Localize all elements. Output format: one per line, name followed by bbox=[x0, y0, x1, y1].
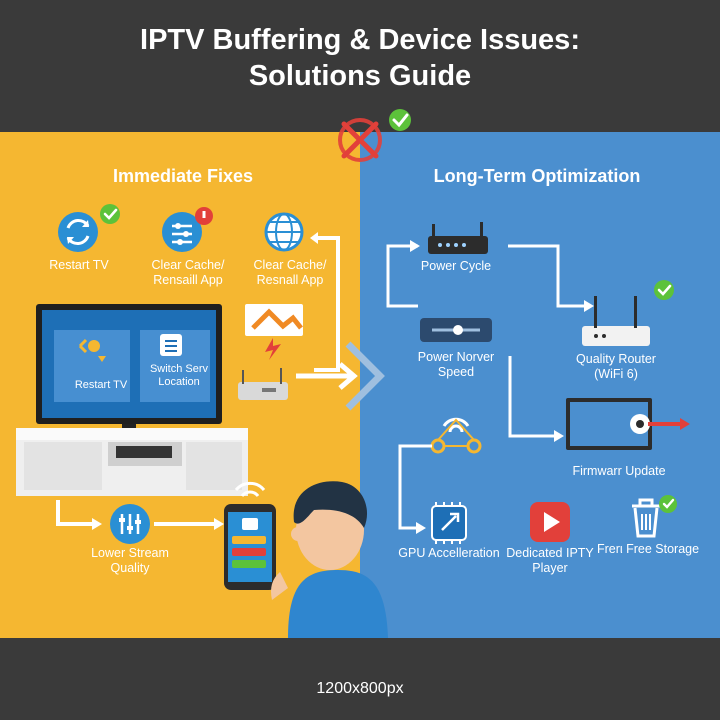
person-illustration bbox=[271, 481, 388, 638]
globe-icon bbox=[264, 212, 304, 252]
header-band bbox=[0, 0, 720, 132]
error-dot-icon bbox=[195, 207, 213, 225]
dimensions-label: 1200x800px bbox=[316, 680, 404, 697]
phone-icon bbox=[224, 481, 276, 590]
tv-stand bbox=[16, 428, 248, 496]
image-card-icon bbox=[245, 304, 303, 360]
list-card-icon bbox=[160, 334, 182, 356]
play-button-icon bbox=[530, 502, 570, 542]
power-norver-label: Power Norver Speed bbox=[417, 350, 495, 379]
lower-stream-label: Lower Stream Quality bbox=[91, 546, 169, 575]
network-connector bbox=[398, 417, 482, 534]
check-icon bbox=[659, 495, 677, 513]
dedicated-label: Dedicated IPTY Player bbox=[506, 546, 594, 575]
equalizer-icon bbox=[110, 504, 150, 544]
gpu-label: GPU Accelleration bbox=[398, 546, 500, 560]
page-title: IPTV Buffering & Device Issues: Solution… bbox=[0, 22, 720, 94]
quality-router-label: Quality Router (WiFi 6) bbox=[576, 352, 656, 381]
check-icon bbox=[654, 280, 674, 300]
tv-restart-label: Restart TV bbox=[74, 379, 128, 391]
firmware-label: Firmwarr Update bbox=[572, 464, 666, 478]
footer-band bbox=[0, 638, 720, 720]
gpu-chip-icon bbox=[431, 502, 467, 544]
tv-switch-label: Switch Serv Location bbox=[149, 363, 209, 388]
modem-icon bbox=[428, 222, 488, 254]
free-storage-label: Frerι Free Storage bbox=[596, 542, 700, 556]
speed-bar-icon bbox=[420, 318, 492, 342]
long-term-panel bbox=[360, 132, 720, 638]
clear-cache-label-2: Clear Cache/ Resnall App bbox=[253, 258, 327, 287]
quality-router-icon bbox=[582, 280, 674, 346]
firmware-monitor-icon bbox=[566, 398, 690, 450]
power-cycle-connectors bbox=[386, 240, 594, 312]
lower-stream-flow bbox=[56, 500, 224, 544]
long-term-heading: Long-Term Optimization bbox=[433, 166, 641, 186]
restart-person-icon bbox=[78, 338, 106, 362]
center-arrow bbox=[296, 341, 385, 411]
check-icon bbox=[389, 109, 411, 131]
router-icon-left bbox=[238, 368, 288, 400]
cross-check-badge bbox=[338, 109, 411, 162]
settings-sliders-icon bbox=[162, 207, 213, 252]
error-cross-icon bbox=[338, 118, 382, 162]
immediate-fixes-heading: Immediate Fixes bbox=[112, 166, 254, 186]
power-cycle-label: Power Cycle bbox=[420, 259, 492, 273]
globe-connector bbox=[310, 232, 340, 372]
clear-cache-label-1: Clear Cache/ Rensaill App bbox=[151, 258, 225, 287]
trash-icon bbox=[632, 495, 677, 538]
router-to-firmware-connector bbox=[508, 356, 564, 442]
restart-icon bbox=[58, 204, 120, 252]
title-line-1: IPTV Buffering & Device Issues: bbox=[140, 24, 580, 56]
check-icon bbox=[100, 204, 120, 224]
title-line-2: Solutions Guide bbox=[248, 60, 472, 92]
restart-tv-label: Restart TV bbox=[49, 258, 109, 272]
